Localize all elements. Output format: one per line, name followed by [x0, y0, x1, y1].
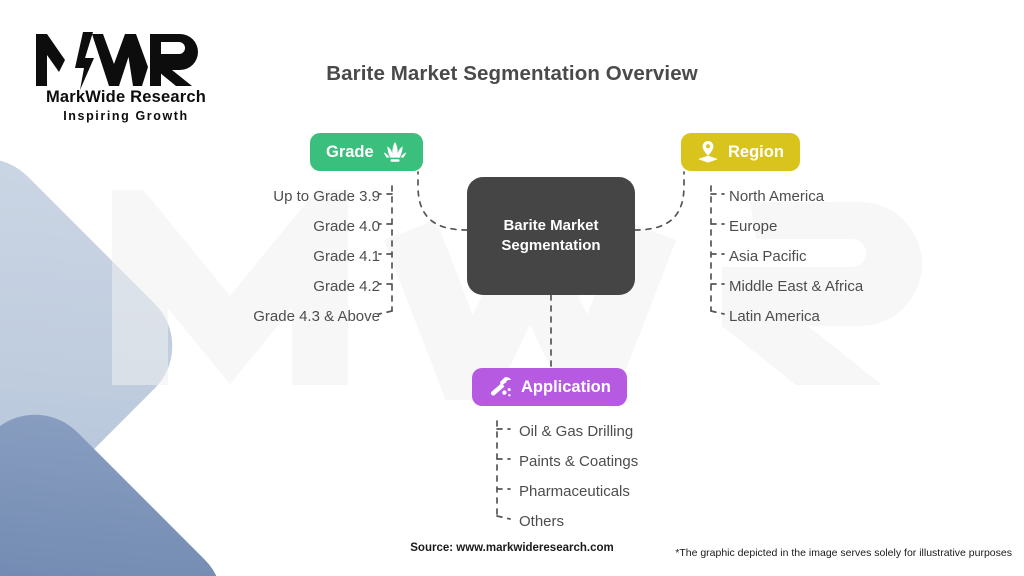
source-credit: Source: www.markwideresearch.com: [410, 542, 614, 554]
branch-items-grade: Up to Grade 3.9 Grade 4.0 Grade 4.1 Grad…: [150, 182, 380, 332]
page-title: Barite Market Segmentation Overview: [326, 62, 698, 85]
branch-badge-grade[interactable]: Grade: [310, 133, 423, 171]
list-item[interactable]: Others: [519, 513, 565, 530]
branch-label-application: Application: [521, 377, 611, 396]
list-item[interactable]: Latin America: [729, 308, 820, 325]
branch-label-grade: Grade: [326, 142, 374, 161]
list-item[interactable]: Grade 4.3 & Above: [253, 308, 380, 325]
center-node-label: Barite Market Segmentation: [501, 216, 601, 254]
branch-badge-region[interactable]: Region: [681, 133, 800, 171]
list-item[interactable]: Middle East & Africa: [729, 278, 864, 295]
list-item[interactable]: Paints & Coatings: [519, 453, 639, 470]
mwr-monogram-icon: [36, 32, 198, 90]
branch-badge-application[interactable]: Application: [472, 368, 627, 406]
disclaimer-note: *The graphic depicted in the image serve…: [675, 547, 1012, 559]
hammer-icon: [488, 376, 512, 398]
list-item[interactable]: Pharmaceuticals: [519, 483, 630, 500]
list-item[interactable]: Oil & Gas Drilling: [519, 423, 634, 440]
brand-logo: MarkWide Research Inspiring Growth: [26, 28, 226, 124]
branch-label-region: Region: [728, 142, 784, 161]
list-item[interactable]: North America: [729, 188, 825, 205]
brand-tagline: Inspiring Growth: [63, 109, 189, 123]
list-item[interactable]: Grade 4.0: [313, 218, 380, 235]
list-item[interactable]: Asia Pacific: [729, 248, 807, 265]
list-item[interactable]: Up to Grade 3.9: [273, 188, 380, 205]
list-item[interactable]: Grade 4.2: [313, 278, 380, 295]
center-node[interactable]: Barite Market Segmentation: [467, 177, 635, 295]
list-item[interactable]: Europe: [729, 218, 778, 235]
branch-items-region: North America Europe Asia Pacific Middle…: [729, 182, 863, 332]
brand-name: MarkWide Research: [45, 88, 207, 106]
branch-items-application: Oil & Gas Drilling Paints & Coatings Pha…: [519, 417, 638, 537]
map-pin-layers-icon: [697, 140, 719, 164]
leaf-burst-icon: [383, 141, 407, 163]
list-item[interactable]: Grade 4.1: [313, 248, 380, 265]
